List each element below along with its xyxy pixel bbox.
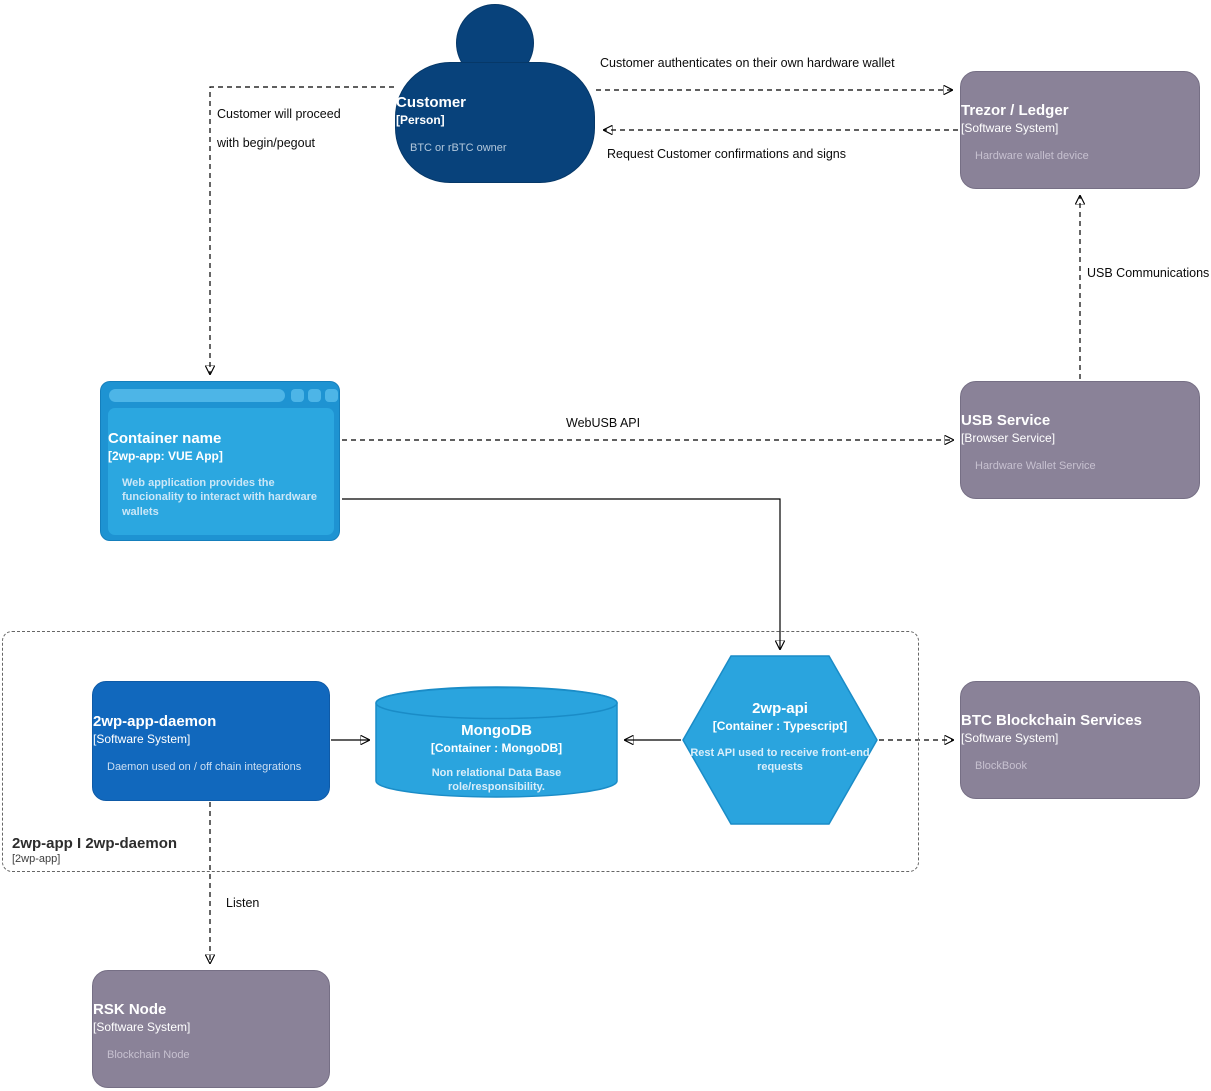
webapp-description: Web application provides the funcionalit… [122, 477, 317, 518]
usb-service-subtitle: [Browser Service] [961, 431, 1056, 445]
edge-label-webusb: WebUSB API [566, 416, 641, 431]
boundary-subtitle: [2wp-app] [12, 853, 61, 865]
mongodb-description: Non relational Data Base role/responsibi… [431, 767, 562, 794]
boundary-label: 2wp-app I 2wp-daemon [2wp-app] [12, 835, 177, 865]
daemon-node[interactable]: 2wp-app-daemon [Software System] Daemon … [92, 681, 330, 801]
trezor-description: Hardware wallet device [975, 150, 1089, 163]
btc-services-node[interactable]: BTC Blockchain Services [Software System… [960, 681, 1200, 799]
mongodb-node[interactable]: MongoDB [Container : MongoDB] Non relati… [375, 686, 618, 798]
mongodb-text: MongoDB [Container : MongoDB] Non relati… [375, 722, 618, 795]
edge-webapp-to-api [342, 498, 780, 649]
edge-label-proceed-line2: with begin/pegout [217, 136, 315, 151]
usb-service-node[interactable]: USB Service [Browser Service] Hardware W… [960, 381, 1200, 499]
webapp-container-node[interactable]: Container name [2wp-app: VUE App] Web ap… [100, 381, 340, 541]
edge-label-authenticate: Customer authenticates on their own hard… [600, 56, 895, 71]
browser-button-icon [291, 389, 304, 402]
rsk-node[interactable]: RSK Node [Software System] Blockchain No… [92, 970, 330, 1088]
btc-subtitle: [Software System] [961, 731, 1059, 745]
api-title: 2wp-api [752, 700, 808, 717]
api-text: 2wp-api [Container : Typescript] Rest AP… [682, 700, 878, 775]
browser-address-bar-icon [109, 389, 285, 402]
customer-person-node[interactable]: Customer [Person] BTC or rBTC owner [395, 62, 595, 183]
browser-button-icon [325, 389, 338, 402]
edge-label-confirmations: Request Customer confirmations and signs [607, 147, 847, 162]
edge-label-proceed-line1: Customer will proceed [217, 107, 341, 122]
api-description: Rest API used to receive front-end reque… [690, 747, 870, 774]
rsk-subtitle: [Software System] [93, 1020, 191, 1034]
api-node[interactable]: 2wp-api [Container : Typescript] Rest AP… [682, 655, 878, 825]
mongodb-subtitle: [Container : MongoDB] [430, 741, 563, 755]
daemon-description: Daemon used on / off chain integrations [107, 761, 302, 774]
daemon-subtitle: [Software System] [93, 732, 191, 746]
webapp-title: Container name [108, 430, 222, 447]
cylinder-shape-icon [375, 686, 618, 798]
mongodb-title: MongoDB [461, 722, 532, 739]
hexagon-shape-icon [682, 655, 878, 825]
trezor-title: Trezor / Ledger [961, 102, 1069, 119]
webapp-subtitle: [2wp-app: VUE App] [108, 449, 223, 463]
daemon-title: 2wp-app-daemon [93, 713, 217, 730]
usb-service-description: Hardware Wallet Service [975, 460, 1096, 473]
customer-title: Customer [396, 94, 467, 111]
edge-label-listen: Listen [226, 896, 260, 911]
boundary-2wp-app: 2wp-app I 2wp-daemon [2wp-app] [2, 631, 919, 872]
trezor-subtitle: [Software System] [961, 121, 1059, 135]
boundary-title: 2wp-app I 2wp-daemon [12, 835, 178, 852]
rsk-description: Blockchain Node [107, 1049, 190, 1062]
api-subtitle: [Container : Typescript] [712, 719, 848, 733]
edge-customer-to-webapp [210, 86, 394, 374]
customer-subtitle: [Person] [396, 113, 445, 127]
webapp-content-panel: Container name [2wp-app: VUE App] Web ap… [108, 408, 334, 535]
customer-description: BTC or rBTC owner [410, 142, 507, 155]
usb-service-title: USB Service [961, 412, 1051, 429]
trezor-ledger-node[interactable]: Trezor / Ledger [Software System] Hardwa… [960, 71, 1200, 189]
rsk-title: RSK Node [93, 1001, 167, 1018]
edge-label-usb-comm: USB Communications [1087, 266, 1210, 281]
btc-title: BTC Blockchain Services [961, 712, 1142, 729]
btc-description: BlockBook [975, 760, 1027, 773]
browser-button-icon [308, 389, 321, 402]
